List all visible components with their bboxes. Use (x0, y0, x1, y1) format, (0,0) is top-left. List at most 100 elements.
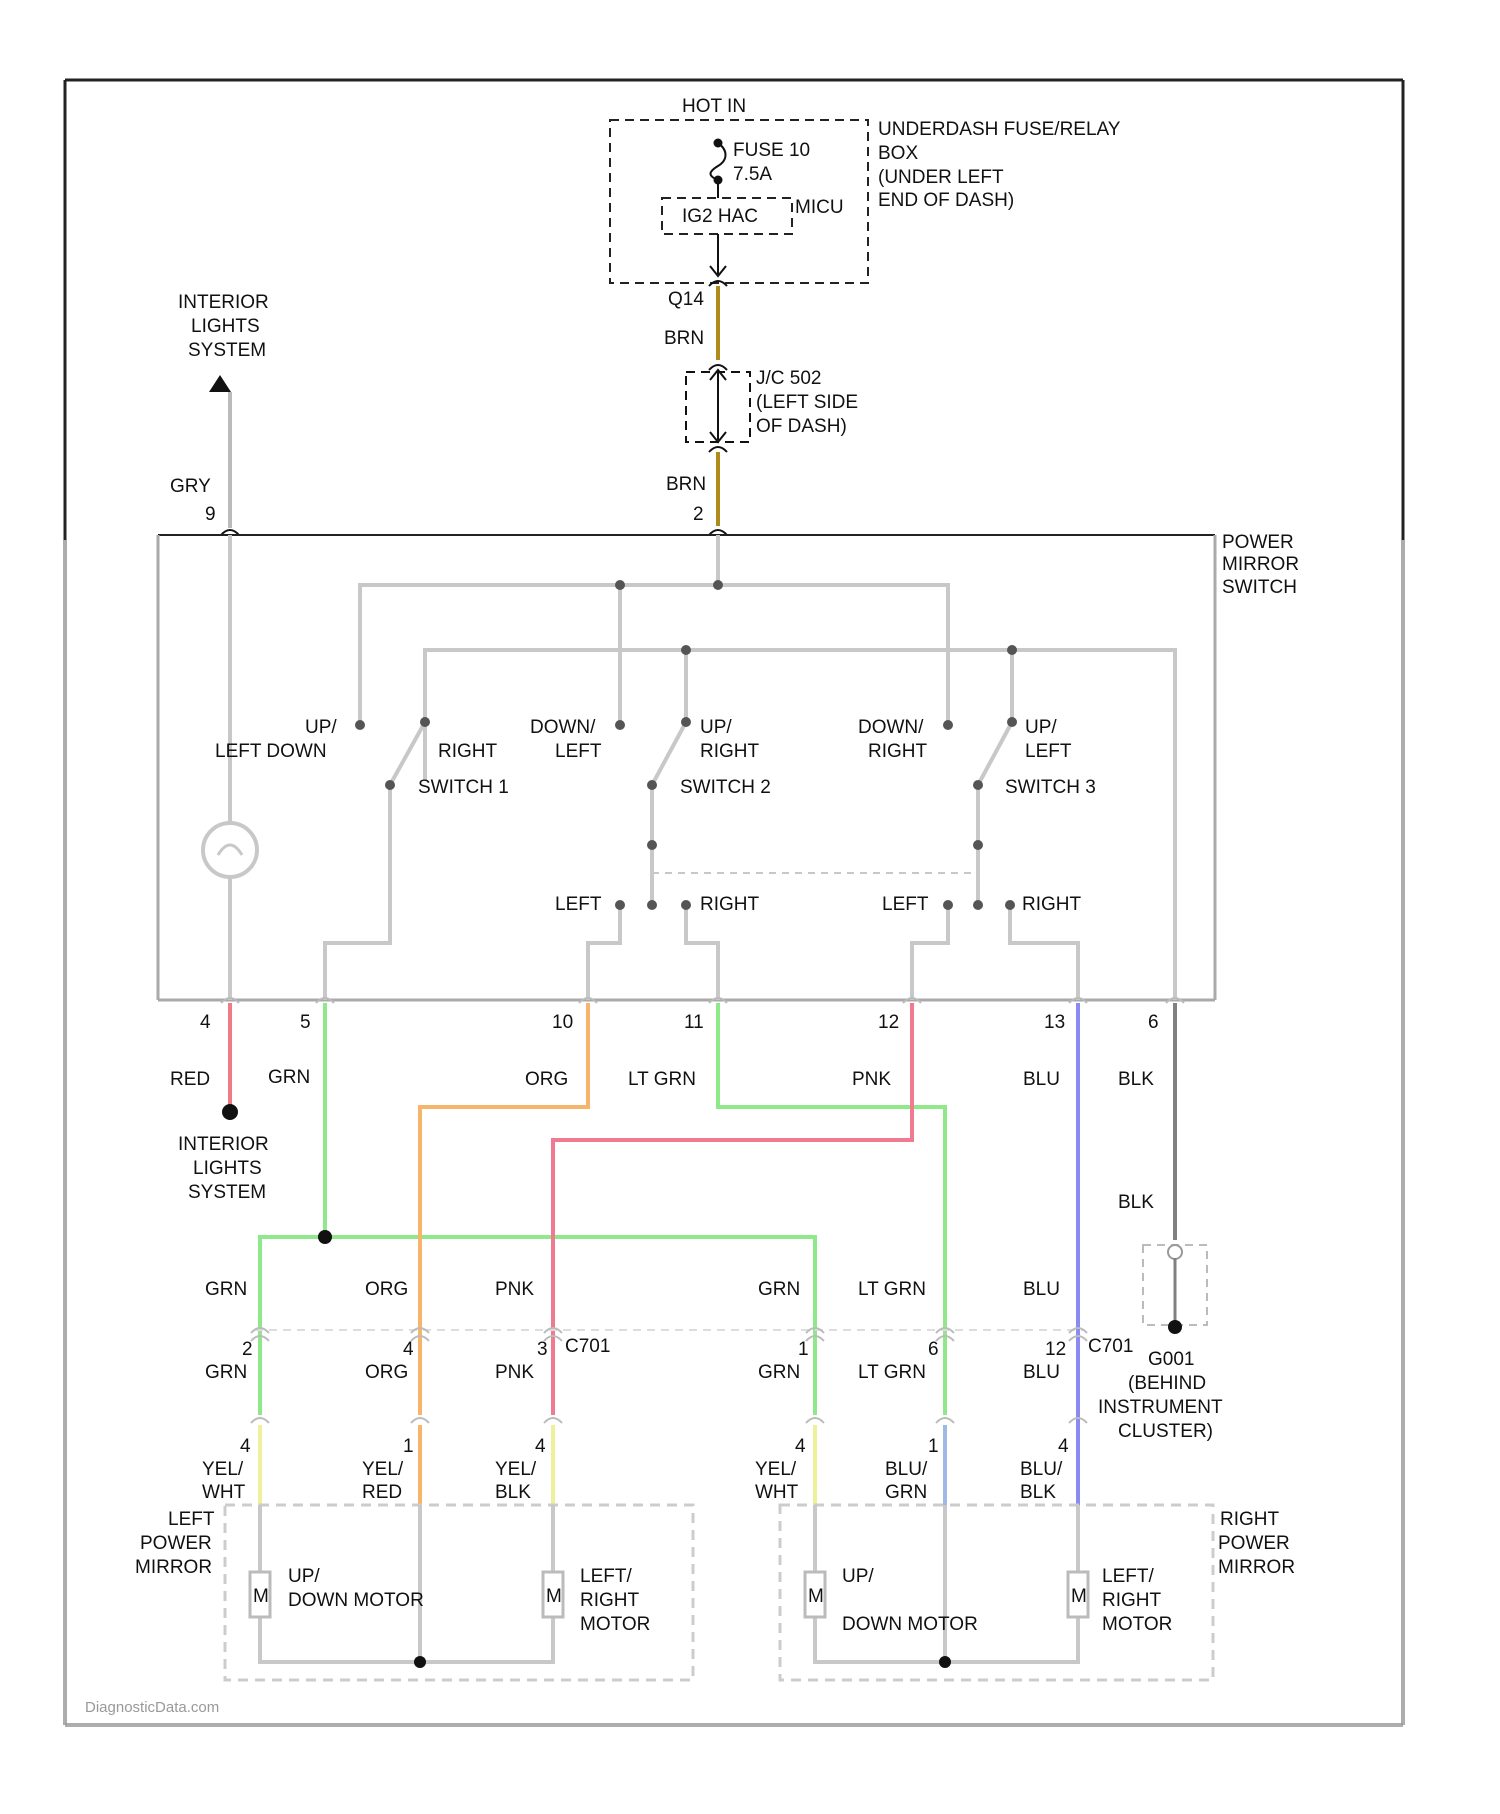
interior-lights-lower-2: LIGHTS (193, 1158, 262, 1179)
label-org: ORG (525, 1069, 568, 1090)
mirror-pin-2: 1 (403, 1436, 414, 1457)
wire-org (420, 1003, 588, 1415)
sw1-contact-label: UP/ (305, 717, 337, 738)
mirror-wire-labels: 4 1 4 4 1 4 YEL/ WHT YEL/ RED YEL/ BLK Y… (202, 1436, 1069, 1503)
sw3-right-label: RIGHT (868, 741, 928, 762)
harness-pin-1: 2 (242, 1339, 253, 1360)
relay-box-line-1: UNDERDASH FUSE/RELAY (878, 119, 1121, 140)
harness-row1-4: GRN (758, 1279, 800, 1300)
sw1-contact-label-2: LEFT DOWN (215, 741, 327, 762)
harness-pin-4: 1 (798, 1339, 809, 1360)
pin-13: 13 (1044, 1012, 1065, 1033)
pin-5: 5 (300, 1012, 311, 1033)
junction-connector-502: J/C 502 (LEFT SIDE OF DASH) (686, 365, 858, 452)
harness-row1-2: ORG (365, 1279, 408, 1300)
mirror-pin-6: 4 (1058, 1436, 1069, 1457)
r-updown-2: DOWN MOTOR (842, 1614, 978, 1635)
ground-line-2: (BEHIND (1128, 1373, 1206, 1394)
power-mirror-switch: POWER (158, 532, 1294, 1000)
switch-title-2: MIRROR (1222, 554, 1299, 575)
relay-box-line-4: END OF DASH) (878, 190, 1014, 211)
sw2-name: SWITCH 2 (680, 777, 771, 798)
wire-grn (260, 1003, 325, 1415)
harness-pin-5: 6 (928, 1339, 939, 1360)
harness-pin-3: 3 (537, 1339, 548, 1360)
label-blk: BLK (1118, 1069, 1154, 1090)
motor-m-2: M (546, 1586, 562, 1607)
fuse-rating: 7.5A (733, 164, 772, 185)
mirror-wire-3b: BLK (495, 1482, 531, 1503)
harness-connector-1: C701 (565, 1336, 610, 1357)
mirror-pin-3: 4 (535, 1436, 546, 1457)
sw1-right-label: RIGHT (438, 741, 498, 762)
wire-grn-right (325, 1237, 815, 1415)
selector-right-2: RIGHT (1022, 894, 1082, 915)
label-blu: BLU (1023, 1069, 1060, 1090)
selector-right-1: RIGHT (700, 894, 760, 915)
arrow-up-icon (209, 375, 231, 392)
wire-brn-upper-label: BRN (664, 328, 704, 349)
l-updown-1: UP/ (288, 1566, 320, 1587)
harness-row2-2: ORG (365, 1362, 408, 1383)
interior-lights-lower-3: SYSTEM (188, 1182, 266, 1203)
pin-11: 11 (684, 1012, 704, 1033)
selector-left-2: LEFT (882, 894, 929, 915)
pin-2-label: 2 (693, 504, 704, 525)
mirror-pin-1: 4 (240, 1436, 251, 1457)
switch-pin-numbers: 4 5 10 11 12 13 6 (200, 1012, 1159, 1033)
r-leftright-3: MOTOR (1102, 1614, 1172, 1635)
ground-icon (1168, 1320, 1182, 1334)
grn-splice-dot (318, 1230, 332, 1244)
fuse-name: FUSE 10 (733, 140, 810, 161)
switch-title-1: POWER (1222, 532, 1294, 553)
sw1-name: SWITCH 1 (418, 777, 509, 798)
mirror-wire-4b: WHT (755, 1482, 799, 1503)
ground-labels: G001 (BEHIND INSTRUMENT CLUSTER) (1098, 1349, 1223, 1442)
underdash-fuse-relay-box: HOT IN UNDERDASH FUSE/RELAY BOX (UNDER L… (610, 96, 1121, 283)
wire-gry-label: GRY (170, 476, 211, 497)
switch-internal-wiring (230, 535, 1175, 1000)
label-lt-grn: LT GRN (628, 1069, 696, 1090)
ground-g001 (1143, 1245, 1207, 1334)
ground-line-4: CLUSTER) (1118, 1421, 1213, 1442)
harness-connector-2: C701 (1088, 1336, 1133, 1357)
right-mirror-3: MIRROR (1218, 1557, 1295, 1578)
relay-box-line-3: (UNDER LEFT (878, 167, 1004, 188)
watermark: DiagnosticData.com (85, 1699, 219, 1716)
ground-line-1: G001 (1148, 1349, 1194, 1370)
sw3-name: SWITCH 3 (1005, 777, 1096, 798)
interior-lights-top: INTERIOR LIGHTS SYSTEM (178, 292, 269, 392)
left-mirror-1: LEFT (168, 1509, 215, 1530)
r-leftright-2: RIGHT (1102, 1590, 1162, 1611)
q14-label: Q14 (668, 289, 704, 310)
mirror-wire-1a: YEL/ (202, 1459, 244, 1480)
mirror-wire-1b: WHT (202, 1482, 246, 1503)
interior-lights-lower-1: INTERIOR (178, 1134, 269, 1155)
selector-left-1: LEFT (555, 894, 602, 915)
r-updown-1: UP/ (842, 1566, 874, 1587)
interior-lights-dot (222, 1104, 238, 1120)
mirror-connector-terminals (251, 1418, 1087, 1423)
interior-lights-line-2: LIGHTS (191, 316, 260, 337)
pin-4: 4 (200, 1012, 211, 1033)
mirror-labels: LEFT POWER MIRROR RIGHT POWER MIRROR M M… (135, 1509, 1295, 1635)
interior-lights-line-1: INTERIOR (178, 292, 269, 313)
switch-labels: UP/ LEFT DOWN RIGHT SWITCH 1 DOWN/ LEFT … (215, 717, 1096, 915)
junction-line-3: OF DASH) (756, 416, 847, 437)
switch-title-3: SWITCH (1222, 577, 1297, 598)
mirror-pin-4: 4 (795, 1436, 806, 1457)
motor-m-4: M (1071, 1586, 1087, 1607)
mirror-wire-5a: BLU/ (885, 1459, 928, 1480)
harness-row2-5: LT GRN (858, 1362, 926, 1383)
harness-row2-6: BLU (1023, 1362, 1060, 1383)
q14-connector (709, 234, 727, 286)
ground-line-3: INSTRUMENT (1098, 1397, 1223, 1418)
harness-pin-6: 12 (1045, 1339, 1066, 1360)
sw3-down-label: DOWN/ (858, 717, 924, 738)
l-leftright-2: RIGHT (580, 1590, 640, 1611)
motor-m-1: M (253, 1586, 269, 1607)
right-mirror-2: POWER (1218, 1533, 1290, 1554)
left-mirror-3: MIRROR (135, 1557, 212, 1578)
sw2-up-label: UP/ (700, 717, 732, 738)
illumination-bulb-icon (203, 823, 257, 877)
